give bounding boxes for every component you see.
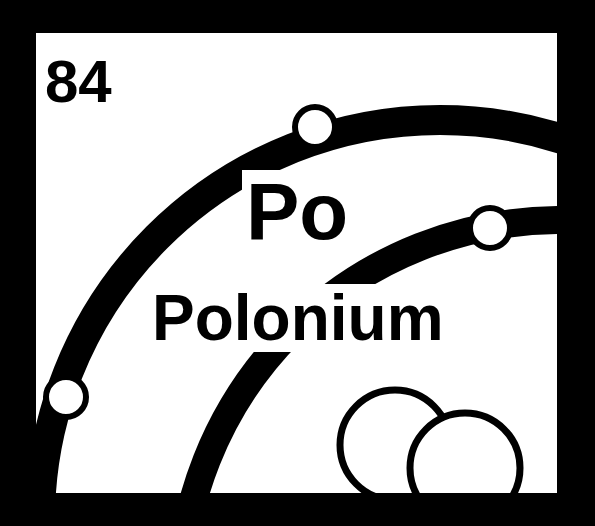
- inner-orbit: [180, 220, 557, 493]
- electron-dot: [470, 208, 510, 248]
- element-symbol: Po: [242, 170, 352, 254]
- outer-orbit: [40, 120, 557, 493]
- atomic-number: 84: [41, 50, 116, 114]
- element-name: Polonium: [148, 284, 448, 352]
- electron-dot: [295, 107, 335, 147]
- nucleus-particle: [410, 413, 520, 493]
- electron-dot: [46, 377, 86, 417]
